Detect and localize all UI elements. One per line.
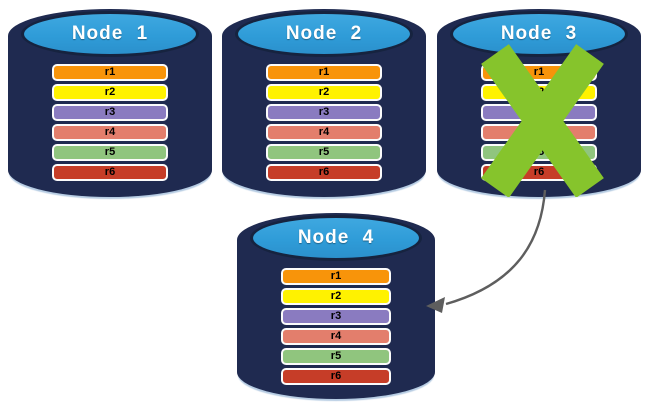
data-row-r4: r4 [266, 124, 382, 141]
node-2-cylinder-top: Node 2 [235, 11, 413, 57]
data-row-r1: r1 [281, 268, 391, 285]
data-row-r2: r2 [266, 84, 382, 101]
data-row-r6: r6 [481, 164, 597, 181]
node-2-title: Node 2 [285, 23, 363, 44]
data-row-r4: r4 [52, 124, 168, 141]
node-3-title: Node 3 [500, 23, 578, 44]
node-4-cylinder-top: Node 4 [250, 215, 422, 261]
node-1-title: Node 1 [71, 23, 149, 44]
node-4-cylinder: Node 4 r1 r2 r3 r4 r5 r6 [237, 213, 435, 399]
node-1-rows: r1 r2 r3 r4 r5 r6 [52, 64, 168, 184]
node-3-rows: r1 r2 r3 r4 r5 r6 [481, 64, 597, 184]
data-row-r6: r6 [266, 164, 382, 181]
node-4-title: Node 4 [297, 227, 375, 248]
data-row-r2: r2 [52, 84, 168, 101]
node-3-cylinder: Node 3 r1 r2 r3 r4 r5 r6 [437, 9, 641, 197]
data-row-r3: r3 [52, 104, 168, 121]
data-row-r2: r2 [481, 84, 597, 101]
data-row-r5: r5 [281, 348, 391, 365]
data-row-r4: r4 [281, 328, 391, 345]
data-row-r5: r5 [266, 144, 382, 161]
node-3-cylinder-top: Node 3 [450, 11, 628, 57]
data-row-r6: r6 [281, 368, 391, 385]
data-row-r1: r1 [481, 64, 597, 81]
data-row-r5: r5 [481, 144, 597, 161]
node-2-rows: r1 r2 r3 r4 r5 r6 [266, 64, 382, 184]
data-row-r1: r1 [266, 64, 382, 81]
data-row-r5: r5 [52, 144, 168, 161]
data-row-r6: r6 [52, 164, 168, 181]
node-1-cylinder-top: Node 1 [21, 11, 199, 57]
data-row-r3: r3 [481, 104, 597, 121]
data-row-r3: r3 [281, 308, 391, 325]
replication-arrow-line [445, 189, 547, 306]
data-row-r4: r4 [481, 124, 597, 141]
node-2-cylinder: Node 2 r1 r2 r3 r4 r5 r6 [222, 9, 426, 197]
data-row-r2: r2 [281, 288, 391, 305]
data-row-r3: r3 [266, 104, 382, 121]
node-1-cylinder: Node 1 r1 r2 r3 r4 r5 r6 [8, 9, 212, 197]
node-4-rows: r1 r2 r3 r4 r5 r6 [281, 268, 391, 388]
data-row-r1: r1 [52, 64, 168, 81]
